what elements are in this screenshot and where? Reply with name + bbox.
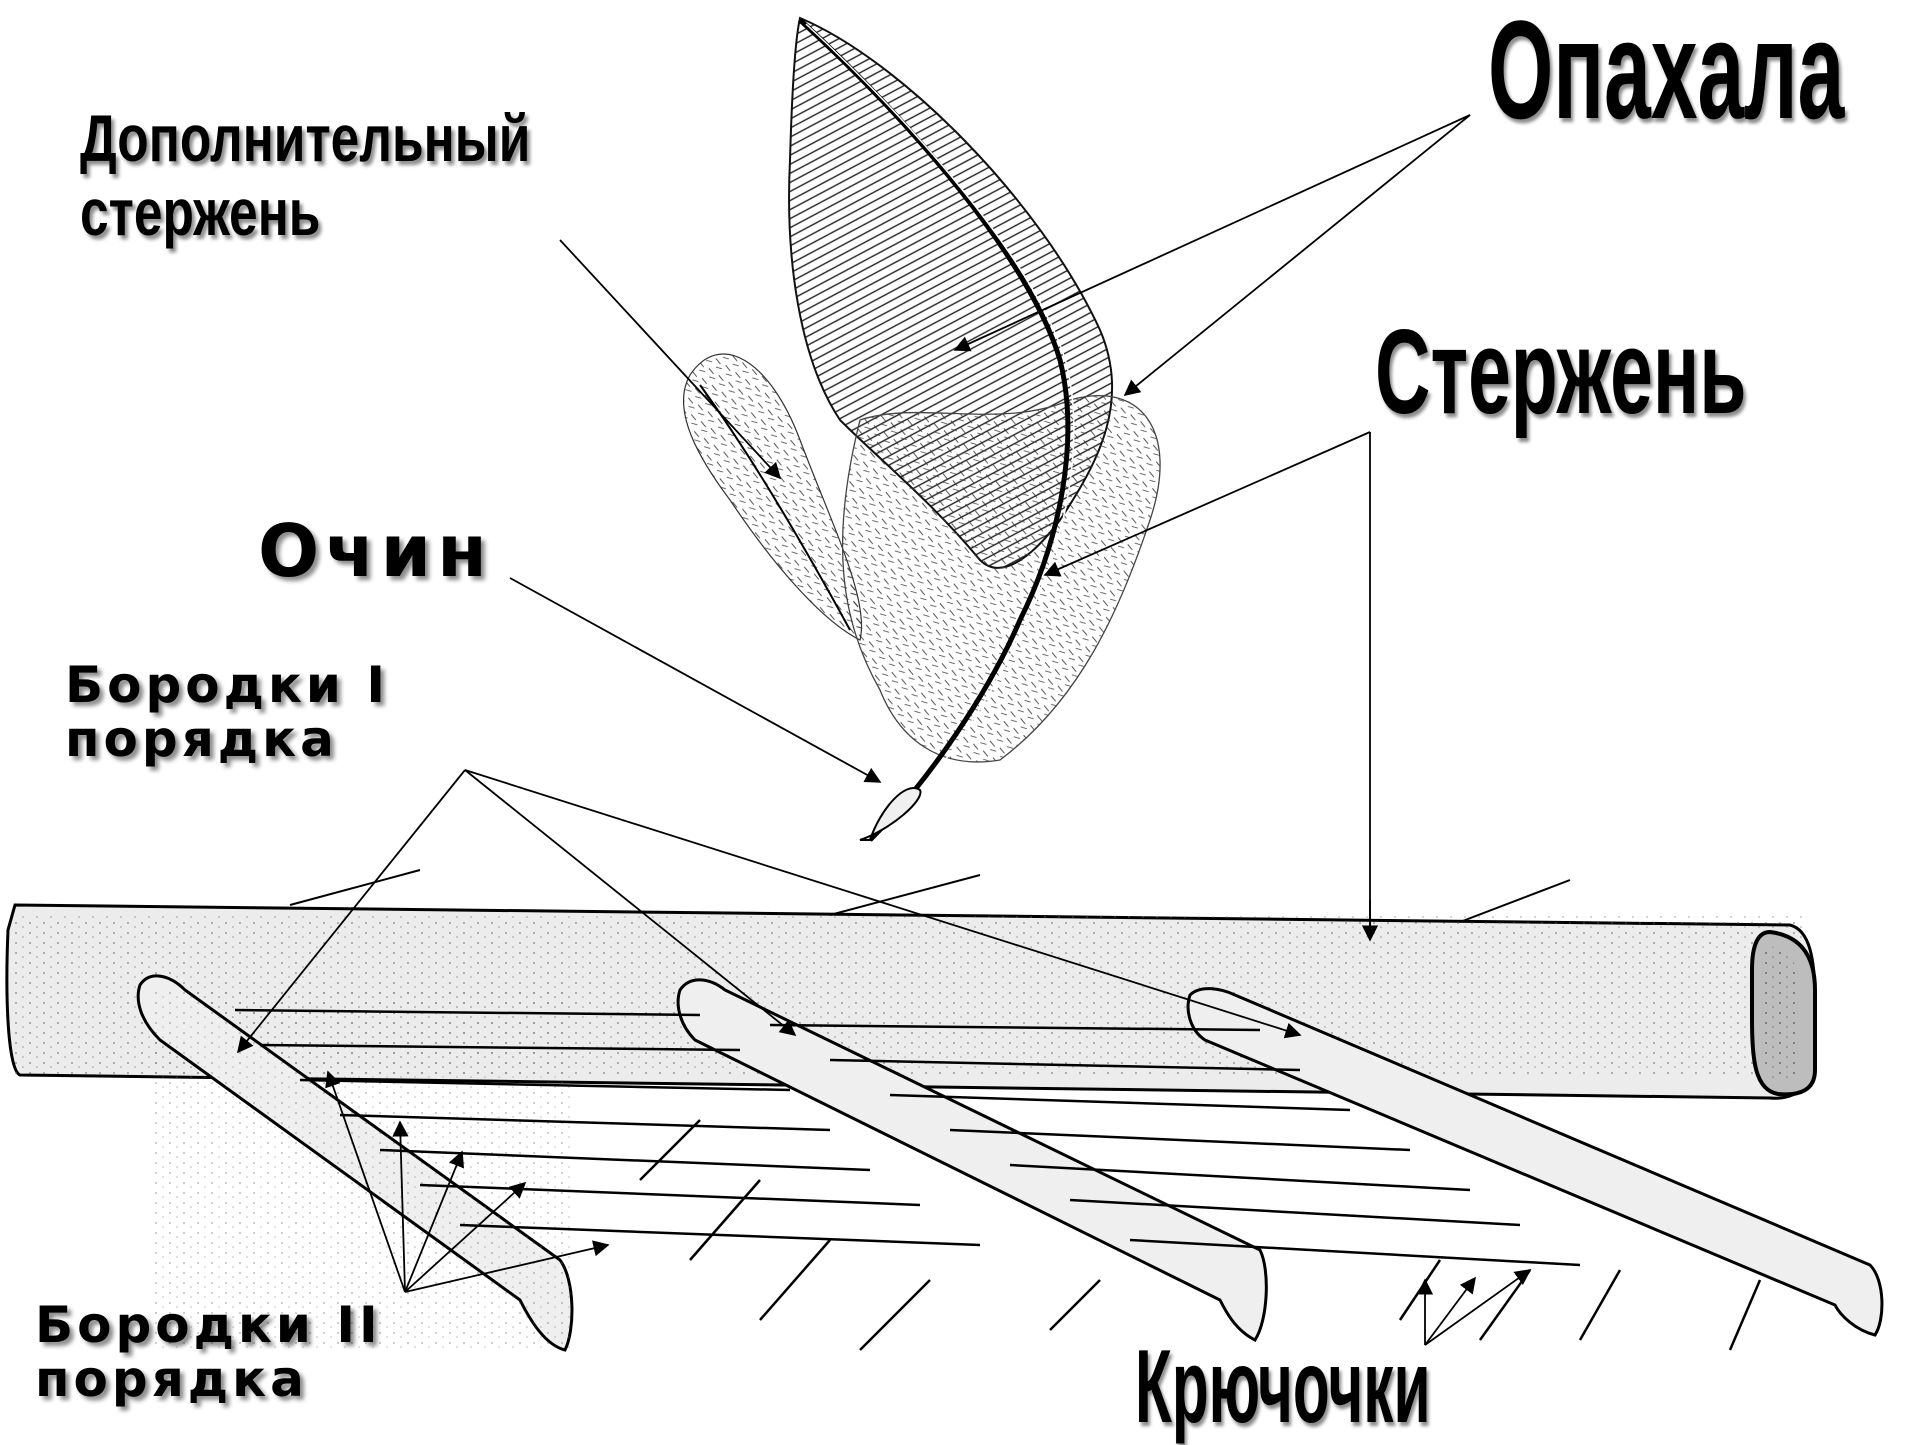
label-hooklets: Крючочки — [1135, 1335, 1431, 1439]
label-calamus: Очин — [258, 515, 493, 587]
label-barbs-2-line1: Бородки II — [35, 1300, 382, 1350]
label-shaft: Стержень — [1375, 312, 1746, 432]
label-accessory-shaft-line2: стержень — [80, 179, 530, 245]
label-barbs-2-line2: порядка — [35, 1354, 382, 1404]
label-barbs-2: Бородки II порядка — [35, 1300, 382, 1404]
label-vanes: Опахала — [1488, 0, 1844, 140]
label-barbs-1: Бородки I порядка — [65, 660, 389, 764]
label-barbs-1-line2: порядка — [65, 714, 389, 764]
label-accessory-shaft: Дополнительный стержень — [80, 105, 530, 245]
barb-1 — [138, 976, 572, 1350]
main-feather — [789, 18, 1160, 842]
label-barbs-1-line1: Бородки I — [65, 660, 389, 710]
label-accessory-shaft-line1: Дополнительный — [80, 105, 530, 171]
